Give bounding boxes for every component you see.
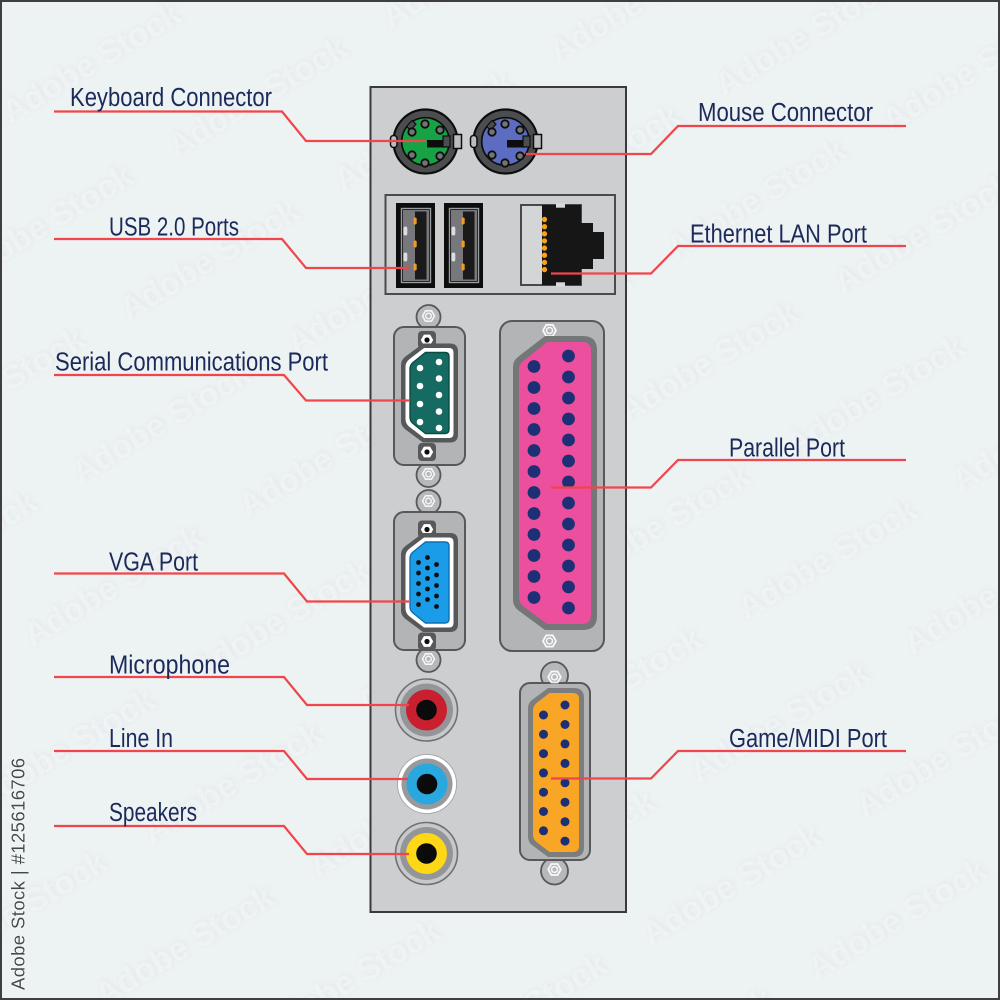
svg-text:Game/MIDI Port: Game/MIDI Port <box>729 725 887 753</box>
svg-text:Keyboard Connector: Keyboard Connector <box>70 84 272 112</box>
svg-text:Microphone: Microphone <box>109 652 230 680</box>
svg-text:Adobe Stock | #125616706: Adobe Stock | #125616706 <box>8 758 29 990</box>
svg-text:Serial Communications Port: Serial Communications Port <box>55 349 328 377</box>
svg-text:Ethernet LAN Port: Ethernet LAN Port <box>690 221 867 249</box>
svg-text:Line In: Line In <box>109 725 173 753</box>
svg-text:Speakers: Speakers <box>109 799 197 827</box>
svg-text:VGA Port: VGA Port <box>109 549 198 577</box>
svg-text:Parallel Port: Parallel Port <box>729 435 845 463</box>
svg-text:Mouse Connector: Mouse Connector <box>698 99 873 127</box>
svg-text:USB 2.0 Ports: USB 2.0 Ports <box>109 214 239 242</box>
